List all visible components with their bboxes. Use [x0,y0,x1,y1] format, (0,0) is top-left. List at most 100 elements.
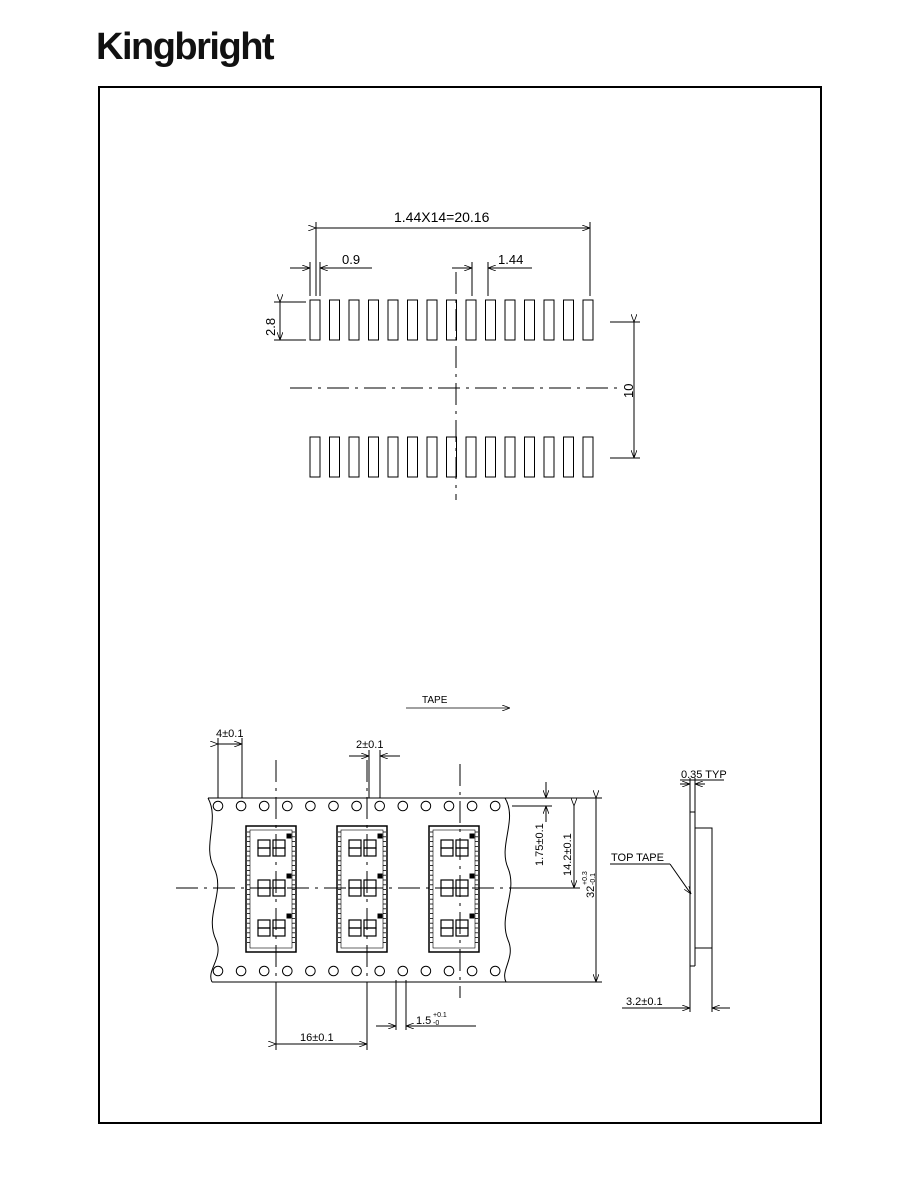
segment [272,879,286,889]
hole-edge-label: 1.75±0.1 [534,823,546,866]
sprocket-hole [397,800,409,812]
decimal-point [377,873,383,879]
tape-width-label: 32 +0.3 -0.1 [582,871,597,898]
hole-offset-label: 2±0.1 [356,739,383,751]
segment [455,879,469,889]
pad [504,436,516,478]
pad [446,436,457,478]
total-pitch-label: 1.44X14=20.16 [394,209,490,225]
segment [363,887,377,897]
segment [440,919,454,929]
segment [440,927,454,937]
top-tape-thickness-label: 0.35 TYP [681,769,727,781]
segment [257,839,271,849]
sprocket-hole [374,800,386,812]
pocket-pitch-label: 16±0.1 [300,1032,334,1044]
sprocket-hole [258,800,270,812]
segment [440,887,454,897]
pad-layout [274,222,640,500]
svg-text:+0.3: +0.3 [582,871,589,885]
drawing-frame [98,86,822,1124]
segment [348,847,362,857]
hole-diameter-label: 1.5 +0.1 -0 [416,1012,447,1027]
decimal-point [286,873,292,879]
hole-pitch-label: 4±0.1 [216,728,243,740]
segment [257,879,271,889]
pad [426,436,438,478]
sprocket-holes-top [212,800,501,812]
segment [257,919,271,929]
pad [368,299,379,341]
sprocket-hole [420,965,432,977]
sprocket-hole [443,800,455,812]
kingbright-logo: Kingbright [96,26,275,68]
segment [440,839,454,849]
tape-direction-label: TAPE [422,695,448,706]
depth-label: 3.2±0.1 [626,996,663,1008]
segment [363,879,377,889]
display-component [428,825,480,953]
segment [440,847,454,857]
segment [257,847,271,857]
pad [387,299,399,341]
segment [440,879,454,889]
pad [504,299,516,341]
pad [309,436,321,478]
sprocket-hole [489,800,501,812]
pad [524,436,535,478]
segment [363,927,377,937]
pocket [245,825,297,953]
decimal-point [469,913,475,919]
segment [363,847,377,857]
pad [348,299,360,341]
sprocket-holes-bottom [212,965,501,977]
pad [465,436,477,478]
top-tape-label: TOP TAPE [611,852,664,864]
pad [446,299,457,341]
segment [272,919,286,929]
segment [363,919,377,929]
package-body [432,829,476,949]
tape-side-view [610,778,730,1012]
decimal-point [377,913,383,919]
decimal-point [469,833,475,839]
sprocket-hole [443,965,455,977]
pad [563,436,574,478]
decimal-point [286,913,292,919]
pad [543,436,555,478]
pocket-profile [694,827,713,949]
pad [348,436,360,478]
segment [455,927,469,937]
row-spacing-label: 10 [621,384,636,398]
segment [348,879,362,889]
sprocket-hole [351,800,362,812]
pad [582,436,594,478]
pad [407,299,418,341]
svg-text:-0.1: -0.1 [590,873,597,885]
pad [485,299,496,341]
sprocket-hole [328,800,339,812]
segment [272,847,286,857]
pad [309,299,321,341]
svg-text:+0.1: +0.1 [433,1012,447,1019]
pitch-label: 1.44 [498,252,523,267]
pad [543,299,555,341]
segment [455,847,469,857]
decimal-point [469,873,475,879]
pad [407,436,418,478]
tape-torn-right-edge [504,797,512,983]
display-component [336,825,388,953]
display-component [245,825,297,953]
pad [485,436,496,478]
pocket [428,825,480,953]
sprocket-hole [466,965,478,977]
components [245,825,480,953]
sprocket-hole [466,800,478,812]
center-distance-label: 14.2±0.1 [562,833,574,876]
segment [272,927,286,937]
segment [348,839,362,849]
pad-row-bottom [309,436,594,478]
sprocket-hole [282,800,293,812]
carrier-tape [176,738,602,1050]
sprocket-hole [212,800,224,812]
